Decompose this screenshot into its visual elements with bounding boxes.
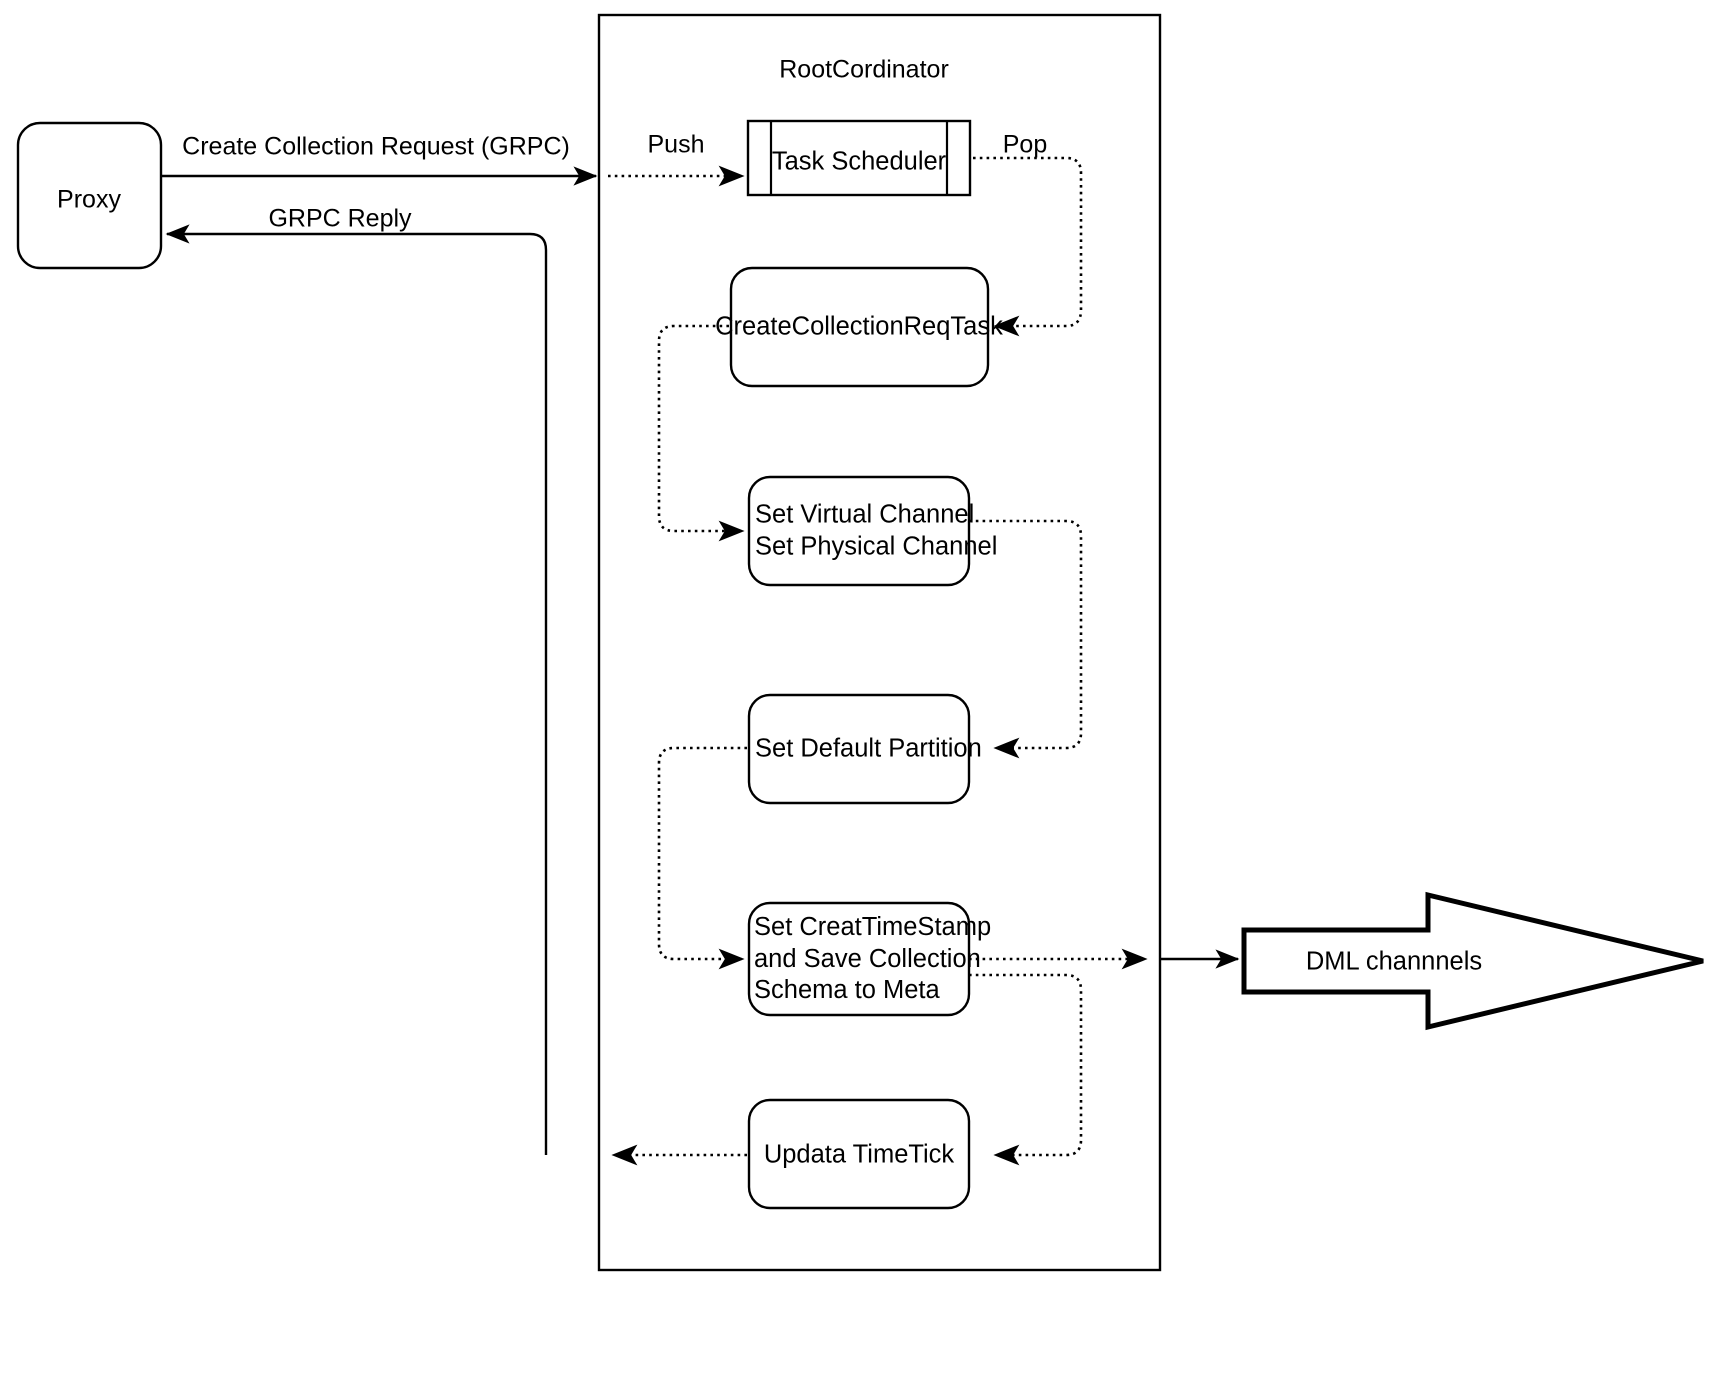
set-channels-label: Set Virtual Channel Set Physical Channel [755,500,998,561]
edge-task-to-set-channels [657,324,745,542]
rootcoordinator-title: RootCordinator [779,55,949,84]
task-scheduler-label: Task Scheduler [771,147,947,176]
edge-label-grpc-reply: GRPC Reply [268,204,412,233]
update-timetick-shape[interactable] [747,1098,971,1210]
edge-grpc-reply [165,224,548,1155]
create-collection-req-task-label: CreateCollectionReqTask [715,312,1003,341]
edge-timestamp-to-timetick [969,973,1083,1166]
proxy-node-shape[interactable] [16,121,163,270]
set-default-partition-label: Set Default Partition [755,734,982,763]
proxy-node-label: Proxy [57,185,121,214]
set-channels-shape[interactable] [747,475,971,587]
update-timetick-label: Updata TimeTick [763,1140,955,1169]
dml-channels-arrow-shape[interactable] [1241,891,1704,1031]
rootcoordinator-container [597,13,1162,1272]
edge-label-pop: Pop [1002,130,1048,159]
set-default-partition-shape[interactable] [747,693,971,805]
dml-channels-label: DML channnels [1305,947,1483,976]
task-scheduler-shape[interactable] [746,119,972,197]
edge-label-create-collection-request: Create Collection Request (GRPC) [182,132,570,161]
set-create-timestamp-label: Set CreatTimeStamp and Save Collection S… [754,912,992,1004]
edge-pop [973,156,1083,337]
edge-set-channels-to-default-partition [969,519,1083,759]
edge-label-push: Push [647,130,705,159]
create-collection-req-task-shape[interactable] [729,266,990,388]
